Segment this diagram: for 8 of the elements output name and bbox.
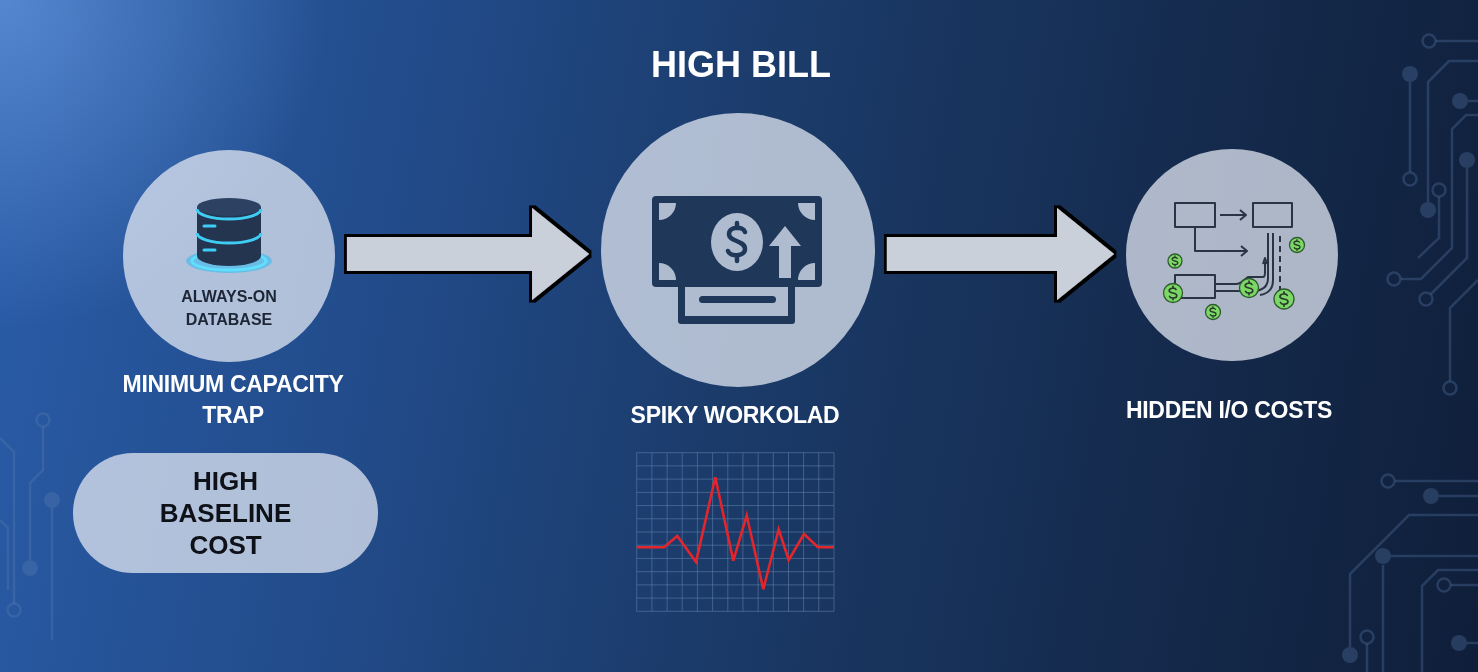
block-arrow	[347, 208, 590, 300]
node-caption: MINIMUM CAPACITY TRAP	[121, 370, 345, 430]
node-caption: SPIKY WORKOLAD	[630, 401, 840, 430]
diagram-title: HIGH BILL	[651, 44, 831, 86]
node-caption: HIDDEN I/O COSTS	[1125, 396, 1333, 425]
node-label: ALWAYS-ON DATABASE	[180, 287, 278, 330]
node-label: HIGH BASELINE COST	[158, 465, 293, 561]
block-arrow	[886, 208, 1114, 300]
